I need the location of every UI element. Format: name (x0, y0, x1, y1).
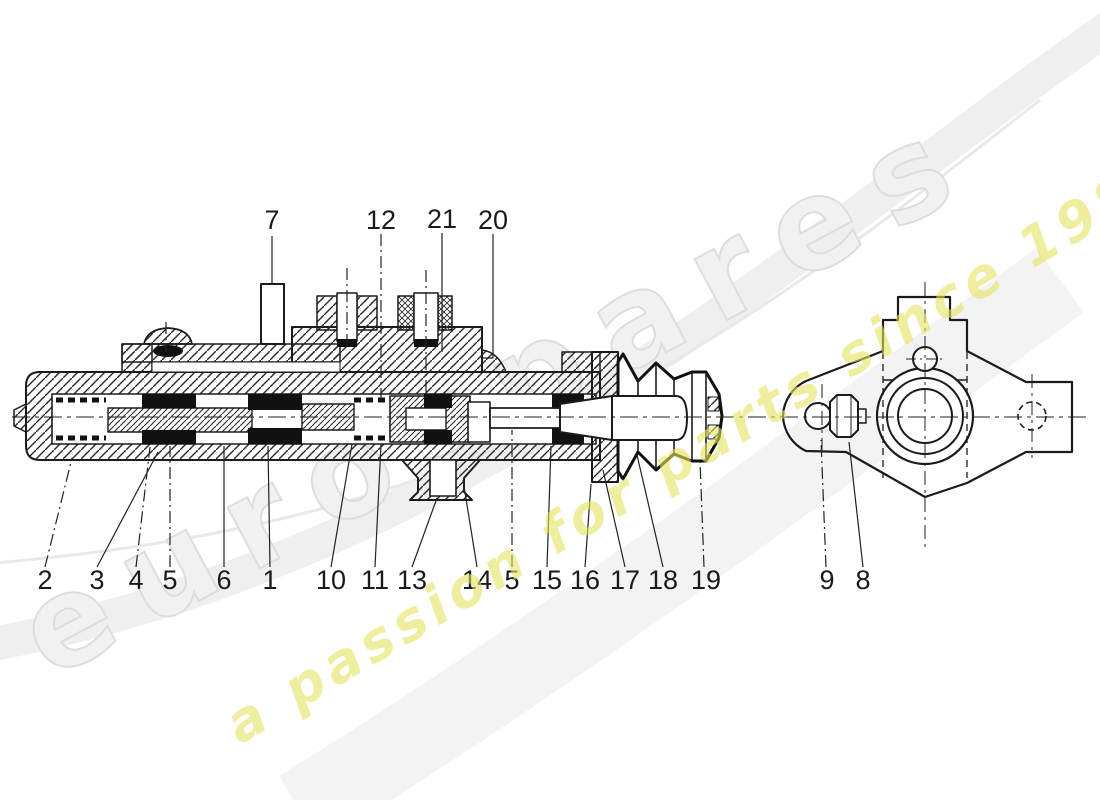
callout-12: 12 (366, 205, 396, 235)
callout-18: 18 (648, 565, 678, 595)
leader-15 (546, 445, 552, 568)
cup-seal-2b (248, 428, 302, 444)
end-view (781, 282, 1074, 552)
boot-cap-bead-bottom (707, 424, 720, 440)
leader-11 (374, 443, 382, 568)
cup-seal-3a (424, 394, 452, 408)
center-bore-inner (897, 388, 953, 444)
hidden-edges (882, 352, 968, 478)
callout-20: 20 (478, 205, 508, 235)
pushrod-washer (467, 401, 491, 443)
side-section-view (13, 283, 724, 501)
leader-8 (848, 441, 864, 568)
feed-channel (151, 361, 341, 373)
callout-11: 11 (361, 565, 389, 595)
housing-nose (13, 403, 27, 433)
return-springs (56, 397, 390, 441)
flange-outline (781, 295, 1074, 499)
leader-19 (699, 459, 705, 568)
dome-seal (153, 345, 183, 357)
port1-wall-left (316, 295, 338, 331)
leader-17 (602, 469, 626, 568)
callout-6: 6 (216, 565, 231, 595)
pushrod (489, 407, 561, 429)
port1-wall-right (356, 295, 378, 331)
pushrod-cone (559, 395, 613, 441)
cup-seal-1b (142, 430, 196, 444)
leader-18 (636, 454, 664, 568)
dome-valve (143, 327, 193, 345)
callout-8: 8 (855, 565, 870, 595)
callout-10: 10 (316, 565, 346, 595)
callout-5: 5 (162, 565, 177, 595)
callout-15: 15 (532, 565, 562, 595)
callout-13: 13 (397, 565, 427, 595)
callout-21: 21 (427, 204, 457, 234)
callout-17: 17 (610, 565, 640, 595)
callout-16: 16 (570, 565, 600, 595)
port2-sleeve-right (437, 295, 453, 331)
primary-piston (107, 407, 253, 433)
cup-seal-2a (248, 394, 302, 410)
cup-seal-3b (424, 430, 452, 444)
callout-14: 14 (462, 565, 492, 595)
callout-2: 2 (37, 565, 52, 595)
secondary-piston-pocket (405, 407, 447, 431)
callout-3: 3 (89, 565, 104, 595)
leader-3 (96, 451, 159, 568)
leader-4 (135, 446, 151, 568)
callout-9: 9 (819, 565, 834, 595)
leader-20 (481, 234, 494, 359)
filler-pin (260, 283, 285, 345)
callout-4: 4 (128, 565, 143, 595)
flange-right-slope (481, 349, 507, 373)
leader-10 (330, 443, 353, 568)
callout-19: 19 (691, 565, 721, 595)
boot-cap-bead-top (707, 396, 720, 412)
cup-seal-1a (142, 394, 196, 408)
top-plate-end-block (121, 343, 153, 373)
callout-7: 7 (264, 205, 279, 235)
leader-2 (44, 457, 73, 568)
leader-9 (820, 439, 827, 568)
leader-lines (44, 233, 864, 568)
leader-13 (411, 497, 438, 568)
port2-sleeve-left (397, 295, 415, 331)
callout-labels: 7 12 21 20 2 3 4 5 6 1 10 11 13 14 5 15 … (37, 204, 870, 595)
pushrod-end (611, 395, 688, 441)
leader-16 (584, 483, 592, 568)
outlet-bore (429, 459, 457, 497)
callout-5b: 5 (504, 565, 519, 595)
leader-1 (267, 445, 271, 568)
leader-14 (462, 479, 478, 568)
callout-1: 1 (262, 565, 277, 595)
